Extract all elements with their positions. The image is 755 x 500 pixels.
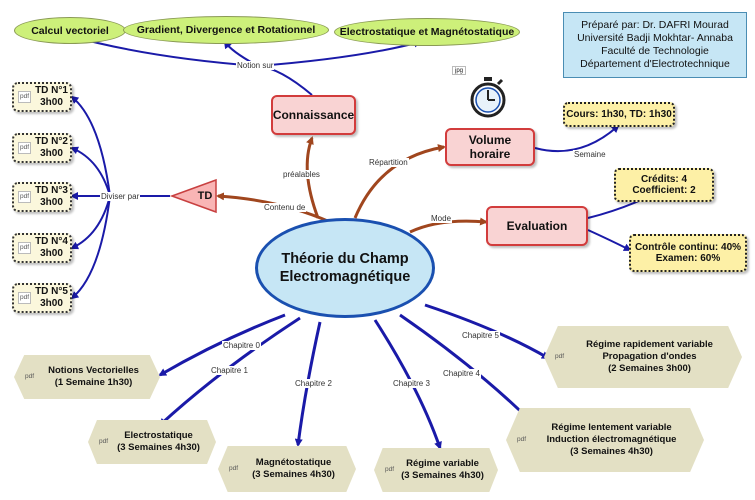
chapter-duration: (3 Semaines 4h30) bbox=[117, 442, 200, 453]
pdf-icon[interactable]: pdf bbox=[18, 292, 32, 304]
chapter-duration: (3 Semaines 4h30) bbox=[401, 470, 484, 481]
pdf-icon[interactable]: pdf bbox=[229, 465, 239, 472]
label-notion-sur: Notion sur bbox=[236, 61, 275, 70]
td-title: TD N°3 bbox=[35, 185, 68, 196]
topic-calcul-vectoriel[interactable]: Calcul vectoriel bbox=[14, 17, 126, 44]
chapter-duration: (2 Semaines 3h00) bbox=[608, 363, 691, 374]
pdf-icon[interactable]: pdf bbox=[25, 373, 35, 380]
controle-text: Contrôle continu: 40% bbox=[634, 242, 742, 253]
link-td2 bbox=[70, 146, 111, 197]
td-duration: 3h00 bbox=[40, 248, 63, 259]
stopwatch-icon bbox=[470, 77, 506, 118]
pdf-icon[interactable]: pdf bbox=[18, 191, 32, 203]
chapter-subtitle: Induction électromagnétique bbox=[546, 434, 677, 445]
chapter-1-node[interactable]: pdf Electrostatique(3 Semaines 4h30) bbox=[88, 420, 216, 464]
link-repartition bbox=[353, 144, 446, 219]
author-line: Préparé par: Dr. DAFRI Mourad bbox=[581, 19, 729, 31]
coefficient-text: Coefficient: 2 bbox=[632, 185, 696, 196]
central-title-line1: Théorie du Champ bbox=[281, 251, 409, 267]
department-line: Département d'Electrotechnique bbox=[580, 58, 730, 70]
pdf-icon[interactable]: pdf bbox=[385, 466, 395, 473]
label-semaine: Semaine bbox=[573, 150, 607, 159]
node-td[interactable]: TD bbox=[197, 190, 213, 202]
label-chapitre2: Chapitre 2 bbox=[294, 379, 333, 388]
td-duration: 3h00 bbox=[40, 148, 63, 159]
label-prealables: préalables bbox=[282, 170, 321, 179]
chapter-title: Notions Vectorielles bbox=[48, 365, 139, 376]
author-info-box: Préparé par: Dr. DAFRI Mourad Université… bbox=[563, 12, 747, 78]
node-credits[interactable]: Crédits: 4 Coefficient: 2 bbox=[614, 168, 714, 202]
examen-text: Examen: 60% bbox=[655, 253, 721, 264]
central-title-line2: Electromagnétique bbox=[279, 269, 411, 285]
link-td5 bbox=[70, 195, 111, 300]
pdf-icon[interactable]: pdf bbox=[99, 438, 109, 445]
link-eval-controle bbox=[587, 229, 632, 251]
pdf-icon[interactable]: pdf bbox=[18, 242, 32, 254]
chapter-2-node[interactable]: pdf Magnétostatique(3 Semaines 4h30) bbox=[218, 446, 356, 492]
chapter-title: Régime lentement variable bbox=[551, 422, 672, 433]
chapter-duration: (1 Semaine 1h30) bbox=[54, 377, 133, 388]
td-duration: 3h00 bbox=[40, 298, 63, 309]
node-repartition-horaire[interactable]: Cours: 1h30, TD: 1h30 bbox=[563, 102, 675, 127]
pdf-icon[interactable]: pdf bbox=[18, 142, 32, 154]
topic-electrostatique-magnetostatique[interactable]: Electrostatique et Magnétostatique bbox=[334, 18, 520, 46]
td-duration: 3h00 bbox=[40, 197, 63, 208]
td-title: TD N°2 bbox=[35, 136, 68, 147]
link-td1 bbox=[70, 95, 111, 197]
chapter-duration: (3 Semaines 4h30) bbox=[570, 446, 653, 457]
topic-gradient[interactable]: Gradient, Divergence et Rotationnel bbox=[123, 16, 329, 44]
pdf-icon[interactable]: pdf bbox=[555, 353, 565, 360]
link-semaine bbox=[534, 124, 620, 153]
label-chapitre5: Chapitre 5 bbox=[461, 331, 500, 340]
chapter-title: Electrostatique bbox=[124, 430, 193, 441]
chapter-title: Régime rapidement variable bbox=[586, 339, 713, 350]
chapter-0-node[interactable]: pdf Notions Vectorielles(1 Semaine 1h30) bbox=[14, 355, 160, 399]
label-diviser-par: Diviser par bbox=[100, 192, 141, 201]
chapter-3-node[interactable]: pdf Régime variable(3 Semaines 4h30) bbox=[374, 448, 498, 492]
credits-text: Crédits: 4 bbox=[640, 174, 688, 185]
label-chapitre3: Chapitre 3 bbox=[392, 379, 431, 388]
link-notion-sur bbox=[257, 65, 313, 96]
label-chapitre0: Chapitre 0 bbox=[222, 341, 261, 350]
node-evaluation[interactable]: Evaluation bbox=[486, 206, 588, 246]
pdf-icon[interactable]: pdf bbox=[18, 91, 32, 103]
chapter-duration: (3 Semaines 4h30) bbox=[252, 469, 335, 480]
label-contenu-de: Contenu de bbox=[263, 203, 307, 212]
link-to-electrostatique bbox=[257, 39, 422, 67]
link-chapitre0 bbox=[158, 313, 286, 377]
faculty-line: Faculté de Technologie bbox=[601, 45, 709, 57]
td-duration: 3h00 bbox=[40, 97, 63, 108]
link-chapitre5 bbox=[424, 303, 550, 360]
label-chapitre1: Chapitre 1 bbox=[210, 366, 249, 375]
central-topic[interactable]: Théorie du Champ Electromagnétique bbox=[255, 218, 435, 318]
jpg-icon[interactable]: jpg bbox=[452, 66, 466, 75]
node-controle[interactable]: Contrôle continu: 40% Examen: 60% bbox=[629, 234, 747, 272]
chapter-title: Magnétostatique bbox=[255, 457, 332, 468]
chapter-title: Régime variable bbox=[406, 458, 479, 469]
node-volume-horaire[interactable]: Volume horaire bbox=[445, 128, 535, 166]
label-chapitre4: Chapitre 4 bbox=[442, 369, 481, 378]
university-line: Université Badji Mokhtar- Annaba bbox=[577, 32, 733, 44]
link-td4 bbox=[70, 195, 111, 250]
label-repartition: Répartition bbox=[368, 158, 409, 167]
pdf-icon[interactable]: pdf bbox=[517, 436, 527, 443]
td-title: TD N°5 bbox=[35, 286, 68, 297]
node-connaissance[interactable]: Connaissance bbox=[271, 95, 356, 135]
td-title: TD N°1 bbox=[35, 85, 68, 96]
label-mode: Mode bbox=[430, 214, 453, 223]
td-title: TD N°4 bbox=[35, 236, 68, 247]
chapter-subtitle: Propagation d'ondes bbox=[602, 351, 697, 362]
td-triangle bbox=[170, 178, 217, 214]
